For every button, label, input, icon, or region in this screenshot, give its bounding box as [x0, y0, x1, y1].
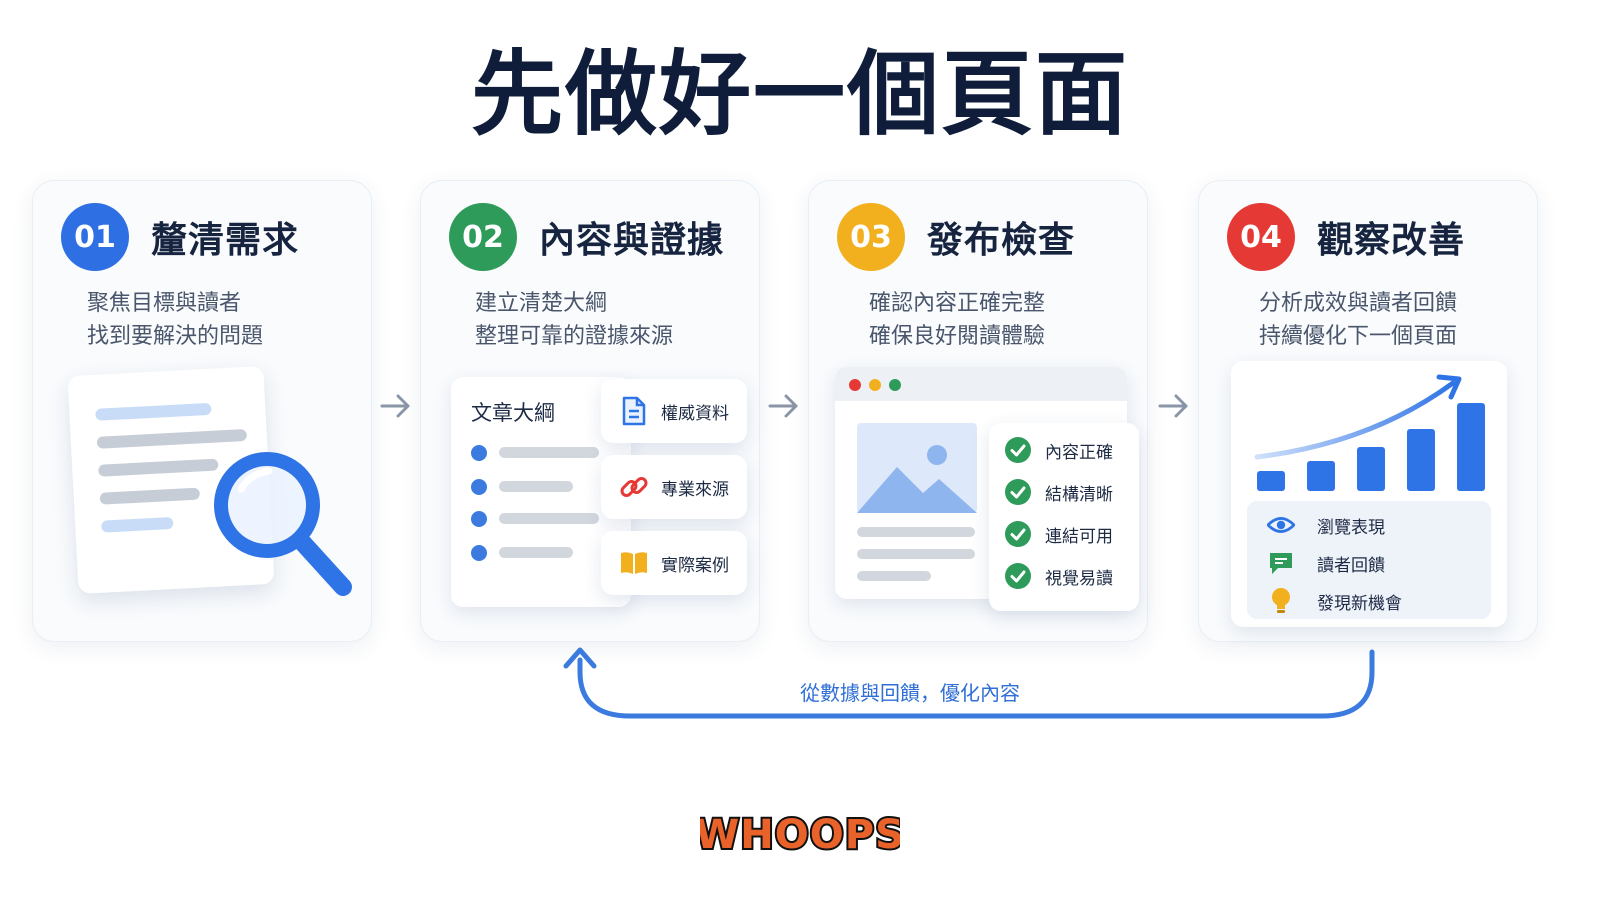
step-description: 聚焦目標與讀者 找到要解決的問題: [87, 287, 263, 353]
growth-chart-illustration: [1254, 374, 1485, 491]
arrow-right-icon: [380, 394, 410, 418]
step-card-2: 02 內容與證據 建立清楚大綱 整理可靠的證據來源 文章大綱 權威資料: [420, 180, 760, 642]
step-description-line: 建立清楚大綱: [475, 291, 608, 316]
metric-label: 發現新機會: [1317, 593, 1402, 614]
step-description: 確認內容正確完整 確保良好閱讀體驗: [869, 287, 1045, 353]
source-chip: 權威資料: [601, 379, 747, 443]
checklist-item: 內容正確: [1005, 437, 1113, 463]
metric-item: 讀者回饋: [1267, 549, 1385, 577]
logo-text: WHOOPS: [700, 812, 900, 858]
step-number-badge: 03: [837, 203, 905, 271]
step-card-4: 04 觀察改善 分析成效與讀者回饋 持續優化下一個頁面: [1198, 180, 1538, 642]
check-circle-icon: [1005, 521, 1031, 547]
magnifier-icon: [214, 452, 352, 596]
arrow-right-icon: [768, 394, 798, 418]
step-header: 04 觀察改善: [1227, 203, 1465, 271]
check-circle-icon: [1005, 437, 1031, 463]
step-description-line: 持續優化下一個頁面: [1259, 324, 1458, 349]
browser-bar: [835, 367, 1127, 401]
checklist-item: 連結可用: [1005, 521, 1113, 547]
analytics-panel: 瀏覽表現 讀者回饋: [1231, 361, 1507, 627]
whoops-logo: WHOOPS: [700, 810, 900, 860]
metrics-list: 瀏覽表現 讀者回饋: [1247, 501, 1491, 619]
metric-item: 發現新機會: [1267, 587, 1402, 615]
step-title: 釐清需求: [151, 220, 300, 261]
check-circle-icon: [1005, 563, 1031, 589]
outline-title: 文章大綱: [471, 401, 555, 425]
metric-label: 讀者回饋: [1317, 555, 1385, 576]
page-title: 先做好一個頁面: [470, 41, 1129, 148]
link-icon: [620, 477, 648, 497]
step-card-3: 03 發布檢查 確認內容正確完整 確保良好閱讀體驗 內容正確 結構清晰: [808, 180, 1148, 642]
checklist-item: 視覺易讀: [1005, 563, 1113, 589]
step-description-line: 分析成效與讀者回饋: [1259, 291, 1458, 316]
source-chip: 專業來源: [601, 455, 747, 519]
checklist-panel: 內容正確 結構清晰 連結可用 視覺易讀: [989, 423, 1139, 611]
chip-label: 專業來源: [661, 479, 729, 500]
document-icon: [622, 396, 646, 426]
step-title: 觀察改善: [1317, 220, 1466, 261]
source-chip: 實際案例: [601, 531, 747, 595]
step-header: 02 內容與證據: [449, 203, 724, 271]
step-number-badge: 02: [449, 203, 517, 271]
step-title: 發布檢查: [927, 220, 1076, 261]
comment-icon: [1270, 553, 1292, 574]
step-description-line: 找到要解決的問題: [87, 324, 264, 349]
chip-label: 權威資料: [661, 403, 729, 424]
arrow-right-icon: [1158, 394, 1188, 418]
step-description: 建立清楚大綱 整理可靠的證據來源: [475, 287, 673, 353]
step-number-badge: 01: [61, 203, 129, 271]
check-circle-icon: [1005, 479, 1031, 505]
feedback-loop-label: 從數據與回饋，優化內容: [800, 681, 1020, 705]
image-placeholder-icon: [857, 423, 977, 513]
step-description-line: 確保良好閱讀體驗: [869, 324, 1046, 349]
step-header: 03 發布檢查: [837, 203, 1075, 271]
step-description-line: 聚焦目標與讀者: [87, 291, 242, 316]
step-description: 分析成效與讀者回饋 持續優化下一個頁面: [1259, 287, 1457, 353]
checklist-label: 內容正確: [1045, 442, 1113, 463]
lightbulb-icon: [1272, 588, 1290, 613]
step-description-line: 整理可靠的證據來源: [475, 324, 674, 349]
metric-item: 瀏覽表現: [1267, 511, 1385, 539]
eye-icon: [1267, 517, 1295, 533]
chip-label: 實際案例: [661, 555, 729, 576]
metric-label: 瀏覽表現: [1317, 517, 1385, 538]
step-header: 01 釐清需求: [61, 203, 299, 271]
checklist-item: 結構清晰: [1005, 479, 1113, 505]
step-number-badge: 04: [1227, 203, 1295, 271]
step-title: 內容與證據: [539, 220, 725, 261]
checklist-label: 結構清晰: [1045, 484, 1113, 505]
step-description-line: 確認內容正確完整: [869, 291, 1046, 316]
book-icon: [621, 552, 647, 574]
step-card-1: 01 釐清需求 聚焦目標與讀者 找到要解決的問題: [32, 180, 372, 642]
checklist-label: 連結可用: [1045, 526, 1113, 547]
checklist-label: 視覺易讀: [1045, 568, 1113, 589]
